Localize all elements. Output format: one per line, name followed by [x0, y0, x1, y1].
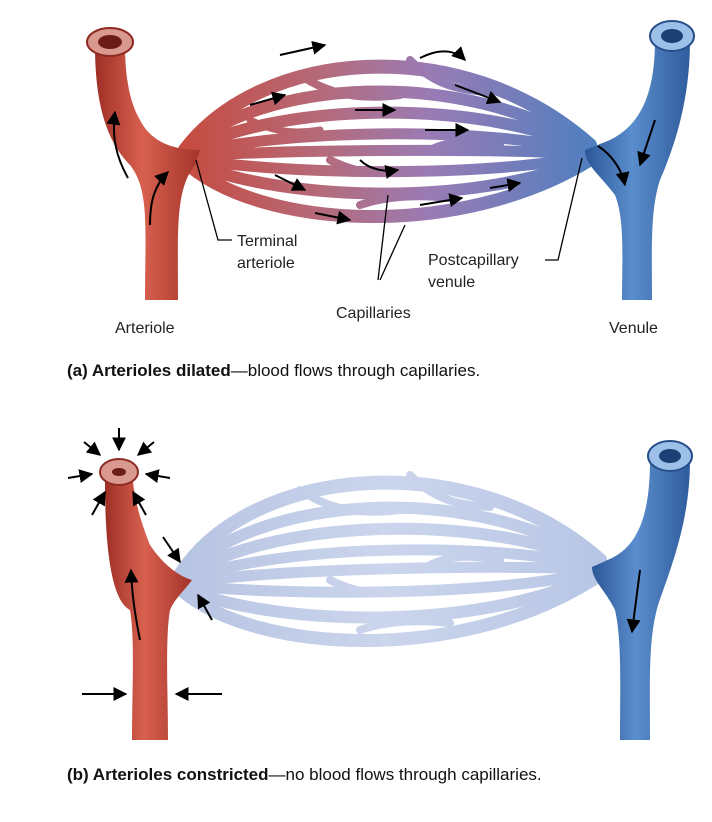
arteriole-b	[99, 458, 192, 750]
label-terminal-arteriole-1: Terminal	[237, 233, 297, 250]
caption-a-rest: —blood flows through capillaries.	[231, 361, 480, 380]
panel-a: Terminal arteriole Postcapillary venule …	[67, 20, 695, 380]
capillary-bed-b	[173, 471, 607, 647]
caption-a: (a) Arterioles dilated—blood flows throu…	[67, 361, 480, 380]
caption-b-rest: —no blood flows through capillaries.	[269, 765, 542, 784]
constriction-arrows-b	[67, 428, 222, 701]
label-arteriole: Arteriole	[115, 320, 175, 337]
label-postcapillary-venule-2: venule	[428, 274, 475, 291]
capillary-bed-a	[178, 56, 597, 223]
label-venule: Venule	[609, 320, 658, 337]
venule-a	[585, 20, 695, 310]
label-terminal-arteriole-2: arteriole	[237, 255, 295, 272]
label-capillaries: Capillaries	[336, 305, 411, 322]
arteriole-a	[86, 27, 200, 310]
caption-a-bold: (a) Arterioles dilated	[67, 361, 231, 380]
caption-b-bold: (b) Arterioles constricted	[67, 765, 269, 784]
flow-arrows-b	[124, 568, 641, 641]
caption-b: (b) Arterioles constricted—no blood flow…	[67, 765, 542, 784]
label-postcapillary-venule-1: Postcapillary	[428, 252, 519, 269]
panel-b: (b) Arterioles constricted—no blood flow…	[67, 428, 693, 784]
leader-lines-a	[195, 157, 583, 281]
venule-b	[592, 440, 693, 750]
flow-arrows-a	[106, 40, 656, 226]
